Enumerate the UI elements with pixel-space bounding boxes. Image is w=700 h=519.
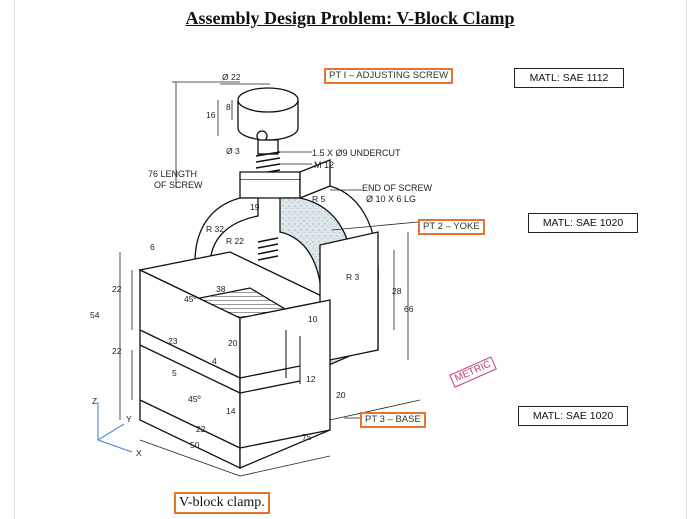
axis-triad: [97, 402, 133, 453]
page-title: Assembly Design Problem: V-Block Clamp: [185, 8, 515, 28]
dim-23: 23: [168, 336, 178, 346]
dim-dia-22: Ø 22: [222, 72, 241, 82]
dim-20: 20: [228, 338, 238, 348]
end-screw-note-line1: END OF SCREW: [362, 183, 433, 193]
dim-22-mid: 22: [112, 346, 122, 356]
dim-38: 38: [216, 284, 226, 294]
figure-caption: V-block clamp.: [174, 492, 270, 514]
length-note-line1: 76 LENGTH: [148, 169, 197, 179]
base: [137, 231, 379, 470]
axis-y-label: Y: [126, 414, 132, 424]
dim-45-bottom: 45º: [188, 394, 201, 404]
part-2-material: MATL: SAE 1020: [528, 213, 638, 233]
axis-z-label: Z: [92, 396, 97, 406]
dim-r32: R 32: [206, 224, 224, 234]
dim-4: 4: [212, 356, 217, 366]
axis-x-label: X: [136, 448, 142, 458]
dim-20-bottom: 20: [336, 390, 346, 400]
length-note-line2: OF SCREW: [154, 180, 203, 190]
part-3-label: PT 3 – BASE: [360, 412, 426, 428]
part-3-material: MATL: SAE 1020: [518, 406, 628, 426]
dimension-lines: [119, 81, 421, 477]
dim-8: 8: [226, 102, 231, 112]
dim-r22: R 22: [226, 236, 244, 246]
dim-10: 10: [308, 314, 318, 324]
dim-dia-3: Ø 3: [226, 146, 240, 156]
undercut-note: 1.5 X Ø9 UNDERCUT: [312, 148, 401, 158]
dim-22-bottom: 22: [196, 424, 206, 434]
dim-12: 12: [306, 374, 316, 384]
adjusting-screw: [237, 87, 299, 261]
dim-45-top: 45º: [184, 294, 197, 304]
dim-r5: R 5: [312, 194, 326, 204]
dim-5: 5: [172, 368, 177, 378]
dim-22-top: 22: [112, 284, 122, 294]
part-1-label: PT I – ADJUSTING SCREW: [324, 68, 454, 84]
right-border-line: [686, 0, 687, 519]
part-2-label: PT 2 – YOKE: [418, 219, 485, 235]
dim-19: 19: [250, 202, 260, 212]
dim-6: 6: [150, 242, 155, 252]
left-border-line: [14, 0, 15, 519]
dim-r3: R 3: [346, 272, 360, 282]
dim-14: 14: [226, 406, 236, 416]
dim-66: 66: [404, 304, 414, 314]
dim-16: 16: [206, 110, 216, 120]
end-screw-note-line2: Ø 10 X 6 LG: [366, 194, 416, 204]
dim-50: 50: [190, 440, 200, 450]
part-1-material: MATL: SAE 1112: [514, 68, 624, 88]
dim-54: 54: [90, 310, 100, 320]
dim-75: 75: [302, 432, 312, 442]
dim-28: 28: [392, 286, 402, 296]
thread-note: M 12: [314, 160, 334, 170]
